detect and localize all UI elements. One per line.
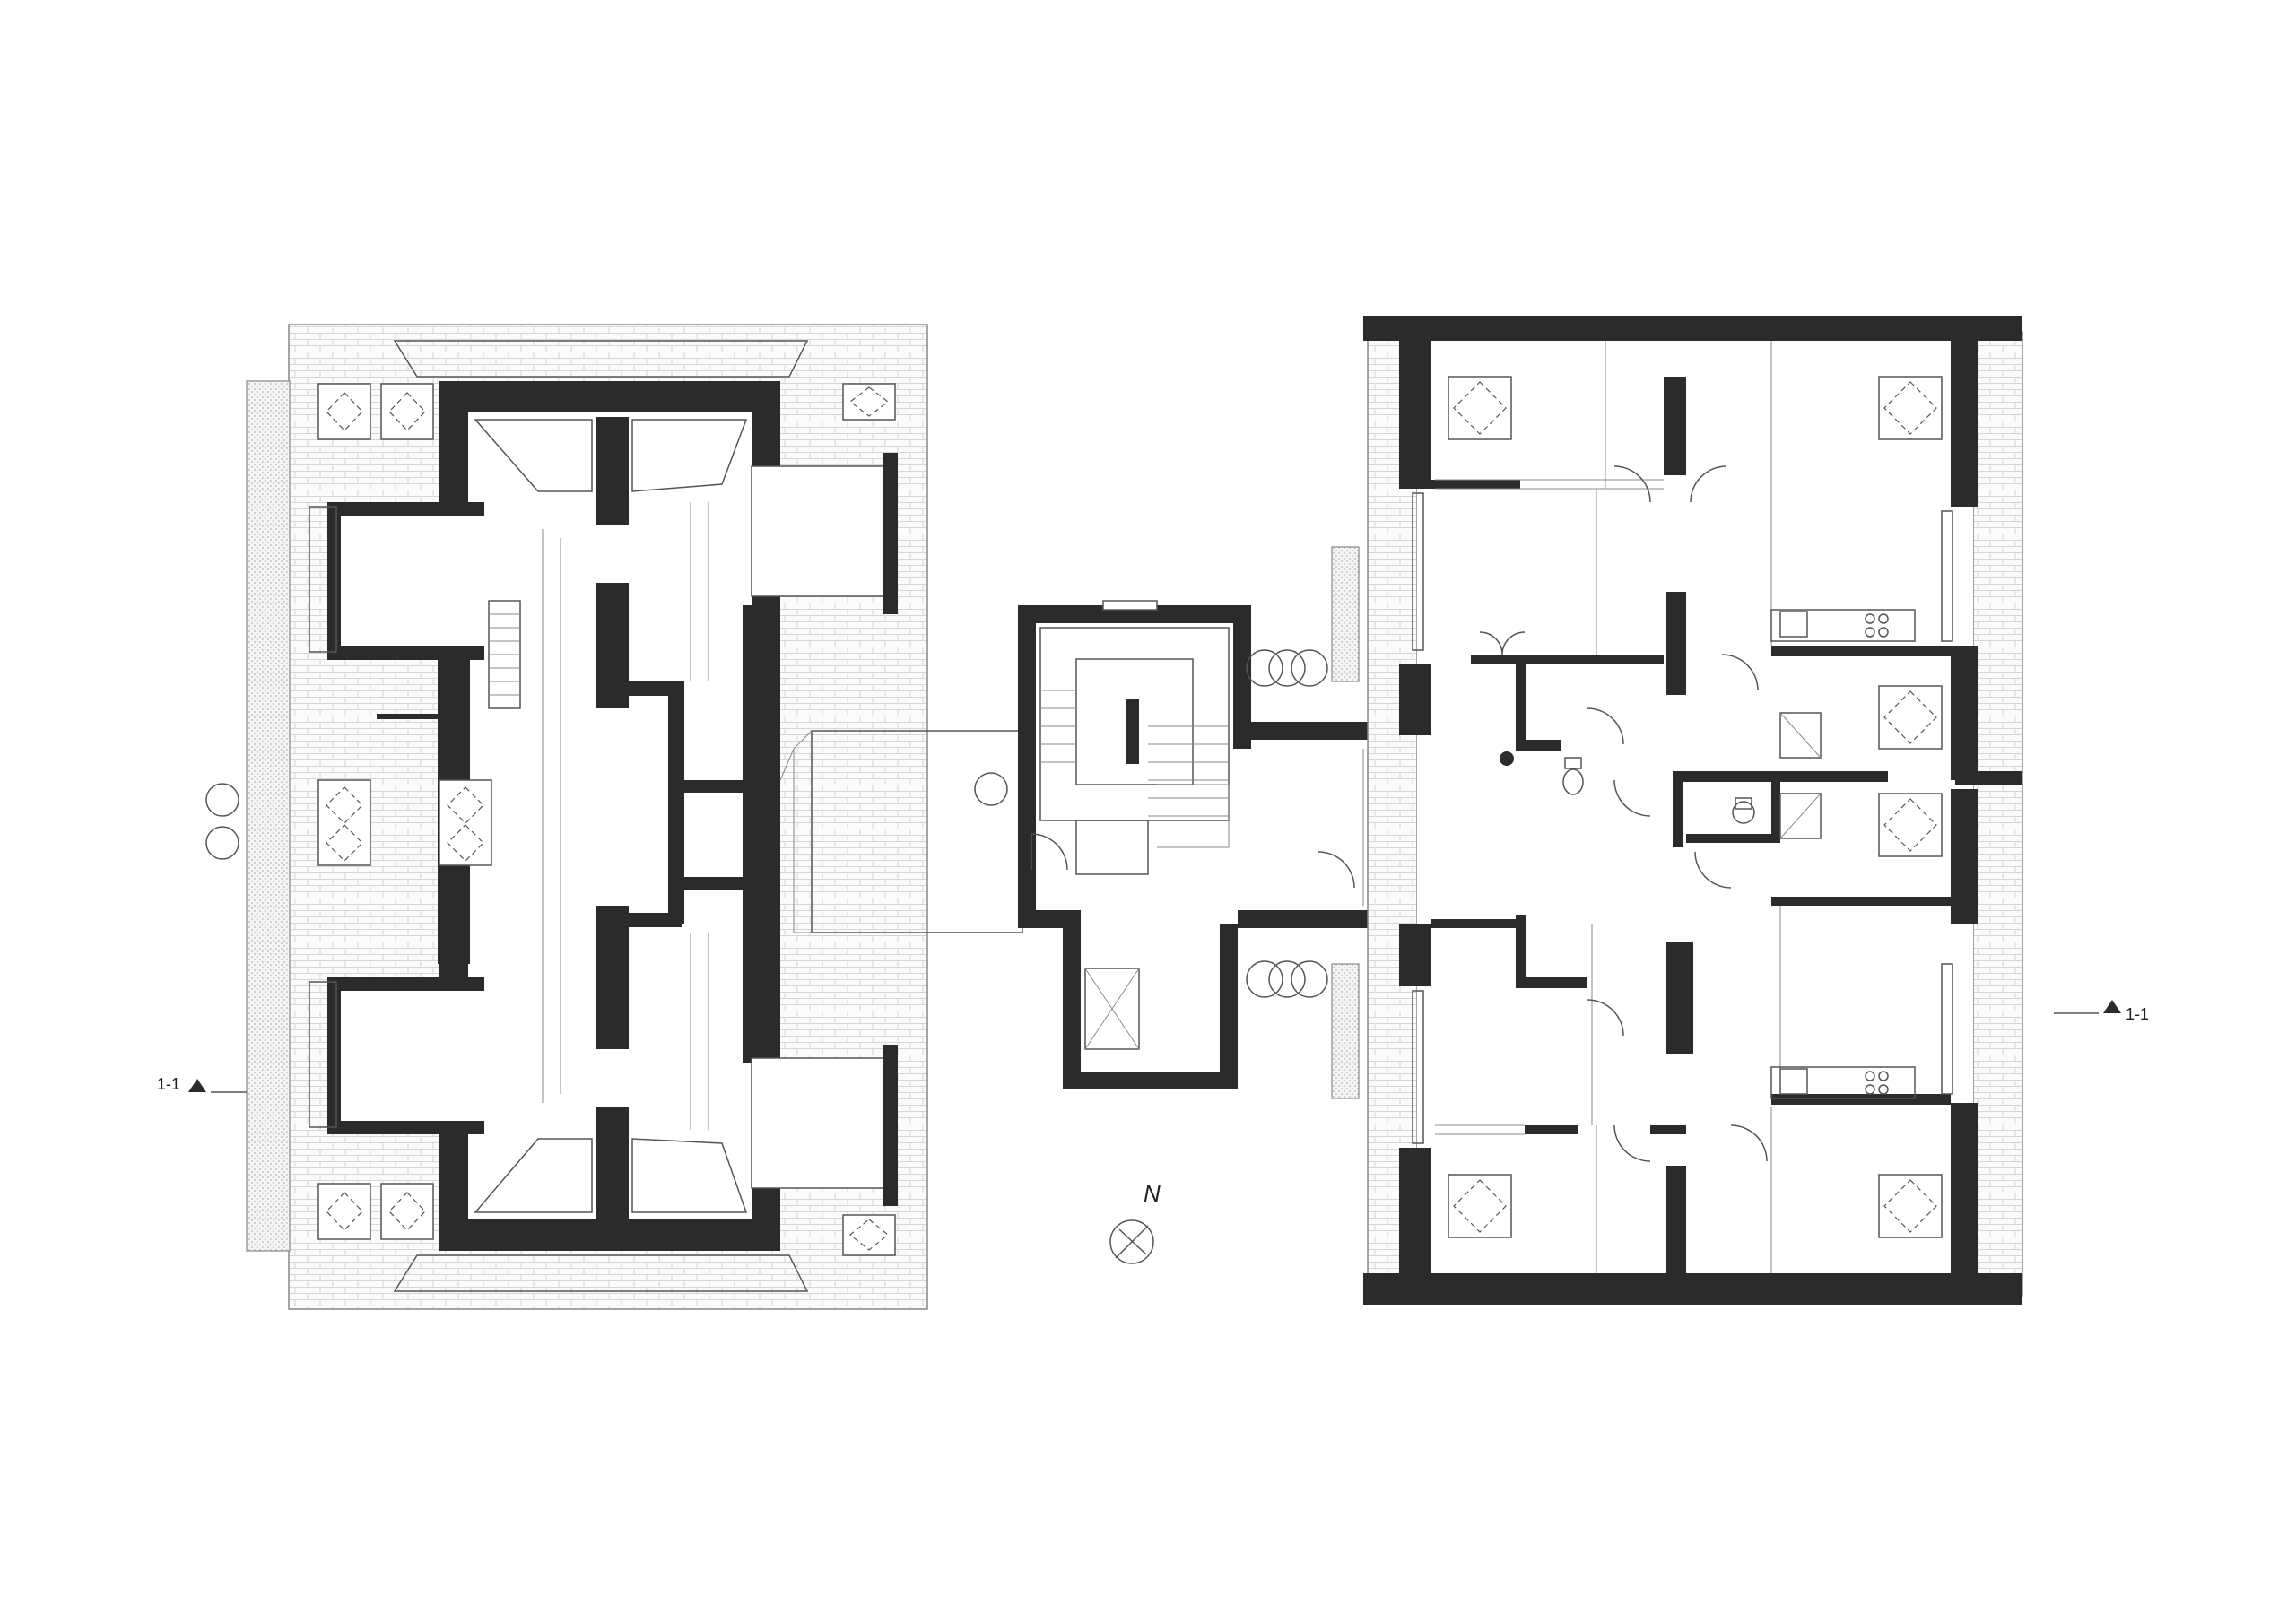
skylight-icon — [317, 779, 371, 866]
skylight-icon — [1878, 376, 1943, 440]
north-arrow-icon: N — [1109, 1180, 1161, 1264]
section-label-right: 1-1 — [2126, 1005, 2149, 1023]
skylight-icon — [842, 383, 896, 421]
section-marker-left: 1-1 — [157, 1075, 247, 1093]
hob-icon — [1770, 609, 1916, 642]
sink-icon — [1779, 1068, 1808, 1095]
toilet-icon — [1562, 757, 1584, 795]
skylight-icon — [439, 779, 492, 866]
skylight-icon — [1878, 1174, 1943, 1238]
shower-icon — [1779, 712, 1822, 759]
left-building — [205, 324, 928, 1310]
section-arrow-icon — [2103, 1000, 2121, 1013]
hob-icon — [1770, 1066, 1916, 1099]
skylight-icon — [842, 1214, 896, 1256]
skylight-icon — [380, 1183, 434, 1240]
door-swing-icon — [1479, 465, 1768, 1162]
tree-icon — [205, 783, 239, 860]
skylight-icon — [1448, 376, 1512, 440]
toilet-icon — [1732, 797, 1755, 824]
skylight-icon — [1448, 1174, 1512, 1238]
skylight-icon — [317, 1183, 371, 1240]
section-arrow-icon — [188, 1079, 206, 1092]
section-label-left: 1-1 — [157, 1075, 180, 1093]
stair-core — [974, 546, 1368, 1099]
connector-bridge — [779, 730, 1023, 933]
skylight-icon — [317, 383, 371, 440]
skylight-icon — [1878, 685, 1943, 750]
left-hatched-strip — [246, 380, 291, 1252]
stair-icon — [1039, 627, 1230, 875]
right-building — [1363, 316, 2023, 1305]
section-marker-right: 1-1 — [2054, 1000, 2149, 1023]
right-roof-strip-east — [1972, 331, 2023, 1297]
skylight-icon — [380, 383, 434, 440]
sink-icon — [1779, 611, 1808, 638]
skylight-icon — [1878, 793, 1943, 857]
elevator-icon — [1084, 968, 1140, 1050]
shower-icon — [1779, 793, 1822, 839]
north-label: N — [1144, 1180, 1161, 1207]
